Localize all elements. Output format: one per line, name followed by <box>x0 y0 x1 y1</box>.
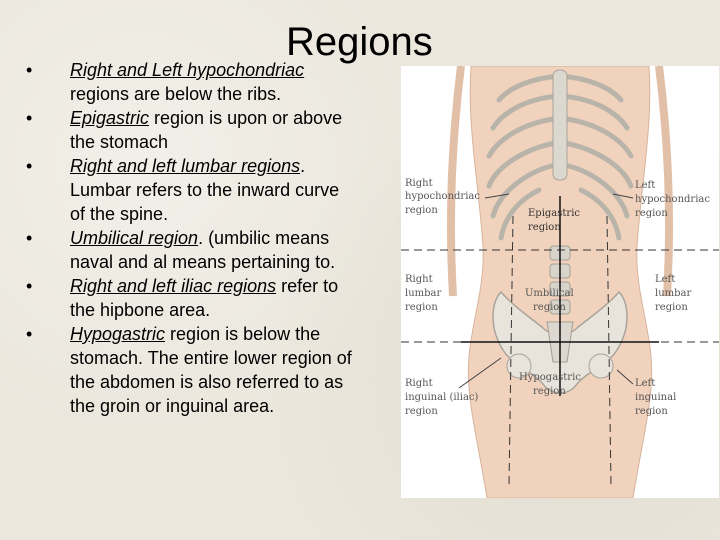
bullet-text: region is below the stomach. The entire … <box>70 324 352 416</box>
label-line: hypochondriac <box>405 191 480 202</box>
label-left-hypochondriac: Left hypochondriac region <box>635 180 710 219</box>
label-line: region <box>405 205 438 216</box>
bullet-term: Right and left iliac regions <box>70 276 277 296</box>
bullet-term: Epigastric <box>70 108 150 128</box>
bullet-term: Umbilical region <box>70 228 199 248</box>
bullet-text: . (umbilic means naval and al means pert… <box>70 228 336 272</box>
label-line: Umbilical <box>525 288 574 299</box>
label-line: Epigastric <box>528 208 580 219</box>
right-hip-joint <box>588 353 614 379</box>
leader-left-hypochondriac <box>612 193 634 199</box>
label-left-inguinal: Left inguinal region <box>635 378 676 417</box>
label-left-lumbar: Left lumbar region <box>655 274 691 313</box>
label-line: region <box>655 302 688 313</box>
left-vertical-divider <box>606 215 612 487</box>
abdomen-illustration: Right hypochondriac region Epigastric re… <box>401 66 719 498</box>
ribcage <box>486 73 634 241</box>
bullet-term: Right and left lumbar regions <box>70 156 301 176</box>
label-line: inguinal <box>635 392 676 403</box>
label-line: Left <box>655 274 675 285</box>
bullet-term: Hypogastric <box>70 324 166 344</box>
leader-right-inguinal <box>458 357 502 389</box>
bullet-item: • Right and left iliac regions refer to t… <box>26 274 356 322</box>
label-right-lumbar: Right lumbar region <box>405 274 441 313</box>
bullet-item: • Umbilical region. (umbilic means naval … <box>26 226 356 274</box>
label-line: region <box>533 386 566 397</box>
bullet-text: . Lumbar refers to the inward curve of t… <box>70 156 340 224</box>
label-line: region <box>635 208 668 219</box>
label-right-hypochondriac: Right hypochondriac region <box>405 178 480 216</box>
bullet-marker: • <box>26 60 33 80</box>
left-arm-edge <box>447 66 465 297</box>
label-line: Left <box>635 378 655 389</box>
label-line: hypochondriac <box>635 194 710 205</box>
label-right-inguinal: Right inguinal (iliac) region <box>405 378 479 417</box>
bullet-item: • Right and Left hypochondriac regions ar… <box>26 58 356 106</box>
right-vertical-divider <box>508 215 514 487</box>
bullet-text: regions are below the ribs. <box>70 84 282 104</box>
label-line: Right <box>405 378 433 389</box>
label-line: Left <box>635 180 655 191</box>
leader-right-hypochondriac <box>484 193 510 199</box>
label-line: inguinal (iliac) <box>405 392 479 403</box>
sternum <box>552 69 568 181</box>
label-line: Right <box>405 178 433 189</box>
bullet-marker: • <box>26 228 33 248</box>
label-line: region <box>405 406 438 417</box>
bullet-marker: • <box>26 276 33 296</box>
bullet-marker: • <box>26 324 33 344</box>
label-line: lumbar <box>405 288 441 299</box>
left-hip-joint <box>506 353 532 379</box>
bullet-text: refer to the hipbone area. <box>70 276 339 320</box>
slide-title: Regions <box>286 20 433 64</box>
bullet-text: region is upon or above the stomach <box>70 108 343 152</box>
bullet-list: • Right and Left hypochondriac regions ar… <box>26 58 356 418</box>
bullet-item: • Right and left lumbar regions. Lumbar r… <box>26 154 356 226</box>
label-line: Hypogastric <box>519 372 581 383</box>
label-line: region <box>405 302 438 313</box>
label-line: region <box>635 406 668 417</box>
bullet-term: Right and Left hypochondriac <box>70 60 305 80</box>
leader-left-inguinal <box>616 369 634 385</box>
bullet-item: • Hypogastric region is below the stomach… <box>26 322 356 418</box>
label-line: lumbar <box>655 288 691 299</box>
bullet-marker: • <box>26 156 33 176</box>
right-arm-edge <box>655 66 673 297</box>
bullet-marker: • <box>26 108 33 128</box>
label-line: Right <box>405 274 433 285</box>
bullet-item: • Epigastric region is upon or above the … <box>26 106 356 154</box>
abdominal-regions-figure: Right hypochondriac region Epigastric re… <box>401 66 719 498</box>
label-epigastric: Epigastric region <box>528 208 580 233</box>
label-line: region <box>533 302 566 313</box>
label-umbilical: Umbilical region <box>525 288 574 313</box>
label-line: region <box>528 222 561 233</box>
label-hypogastric: Hypogastric region <box>519 372 581 397</box>
